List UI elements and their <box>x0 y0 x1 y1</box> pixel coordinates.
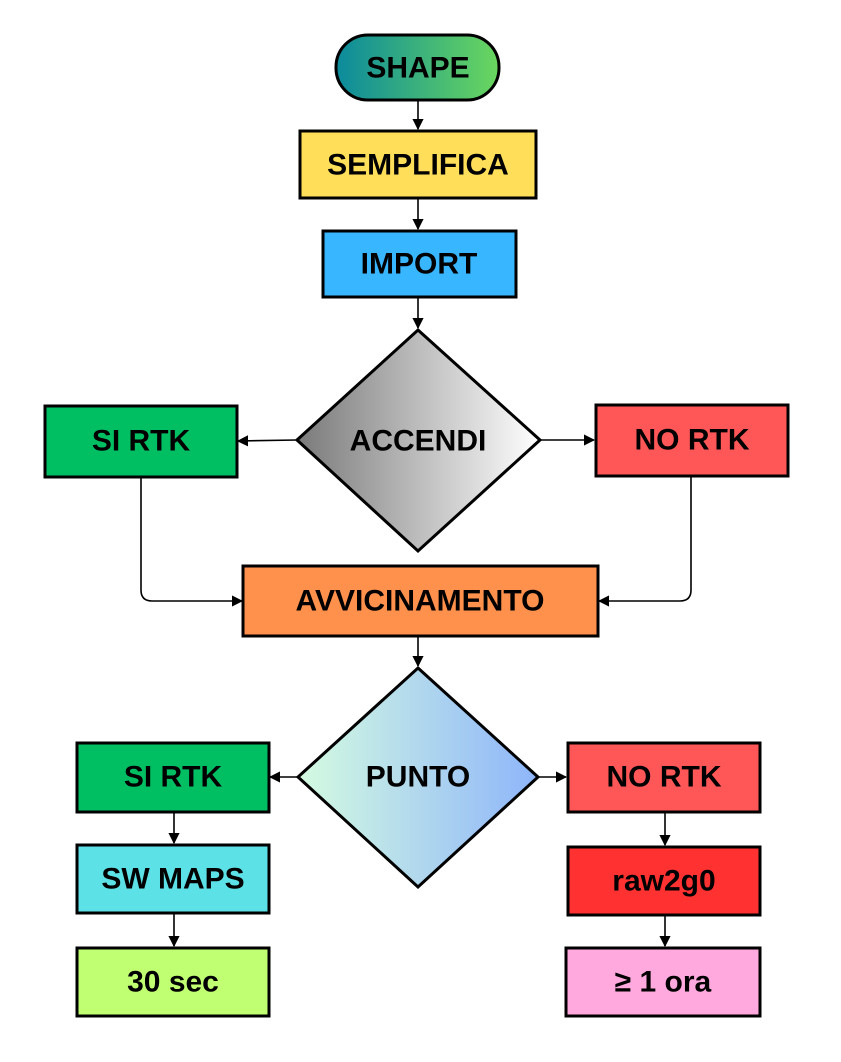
node-si-rtk-top: SI RTK <box>43 404 239 479</box>
node-semplifica: SEMPLIFICA <box>298 129 538 200</box>
node-raw2g0: raw2g0 <box>566 845 762 917</box>
node-shape: SHAPE <box>334 33 501 102</box>
node-no-rtk-bottom: NO RTK <box>566 741 762 814</box>
node-si-rtk-bottom-label: SI RTK <box>124 761 223 794</box>
node-30-sec: 30 sec <box>75 946 271 1018</box>
node-si-rtk-bottom: SI RTK <box>75 741 271 814</box>
node-1-ora-label: ≥ 1 ora <box>615 966 712 999</box>
node-sw-maps: SW MAPS <box>75 843 271 915</box>
node-shape-label: SHAPE <box>366 52 469 85</box>
arrow-si-rtk-avvicinamento <box>140 477 244 607</box>
node-semplifica-label: SEMPLIFICA <box>327 149 509 182</box>
node-1-ora: ≥ 1 ora <box>564 946 762 1018</box>
node-30-sec-label: 30 sec <box>127 966 219 999</box>
node-accendi: ACCENDI <box>294 327 543 554</box>
node-avvicinamento: AVVICINAMENTO <box>241 564 600 638</box>
node-punto: PUNTO <box>295 665 541 890</box>
arrow-accendi-si-rtk <box>236 435 298 447</box>
node-no-rtk-top: NO RTK <box>594 403 790 478</box>
node-import: IMPORT <box>321 229 518 299</box>
node-raw2g0-label: raw2g0 <box>612 865 715 898</box>
node-accendi-label: ACCENDI <box>350 425 487 458</box>
arrow-no-rtk-avvicinamento <box>597 476 692 607</box>
node-avvicinamento-label: AVVICINAMENTO <box>296 585 545 618</box>
node-punto-label: PUNTO <box>366 761 470 794</box>
node-no-rtk-bottom-label: NO RTK <box>607 761 722 794</box>
connectors <box>140 100 692 948</box>
node-import-label: IMPORT <box>361 248 478 281</box>
node-si-rtk-top-label: SI RTK <box>92 425 191 458</box>
node-sw-maps-label: SW MAPS <box>101 863 244 896</box>
node-no-rtk-top-label: NO RTK <box>635 424 750 457</box>
